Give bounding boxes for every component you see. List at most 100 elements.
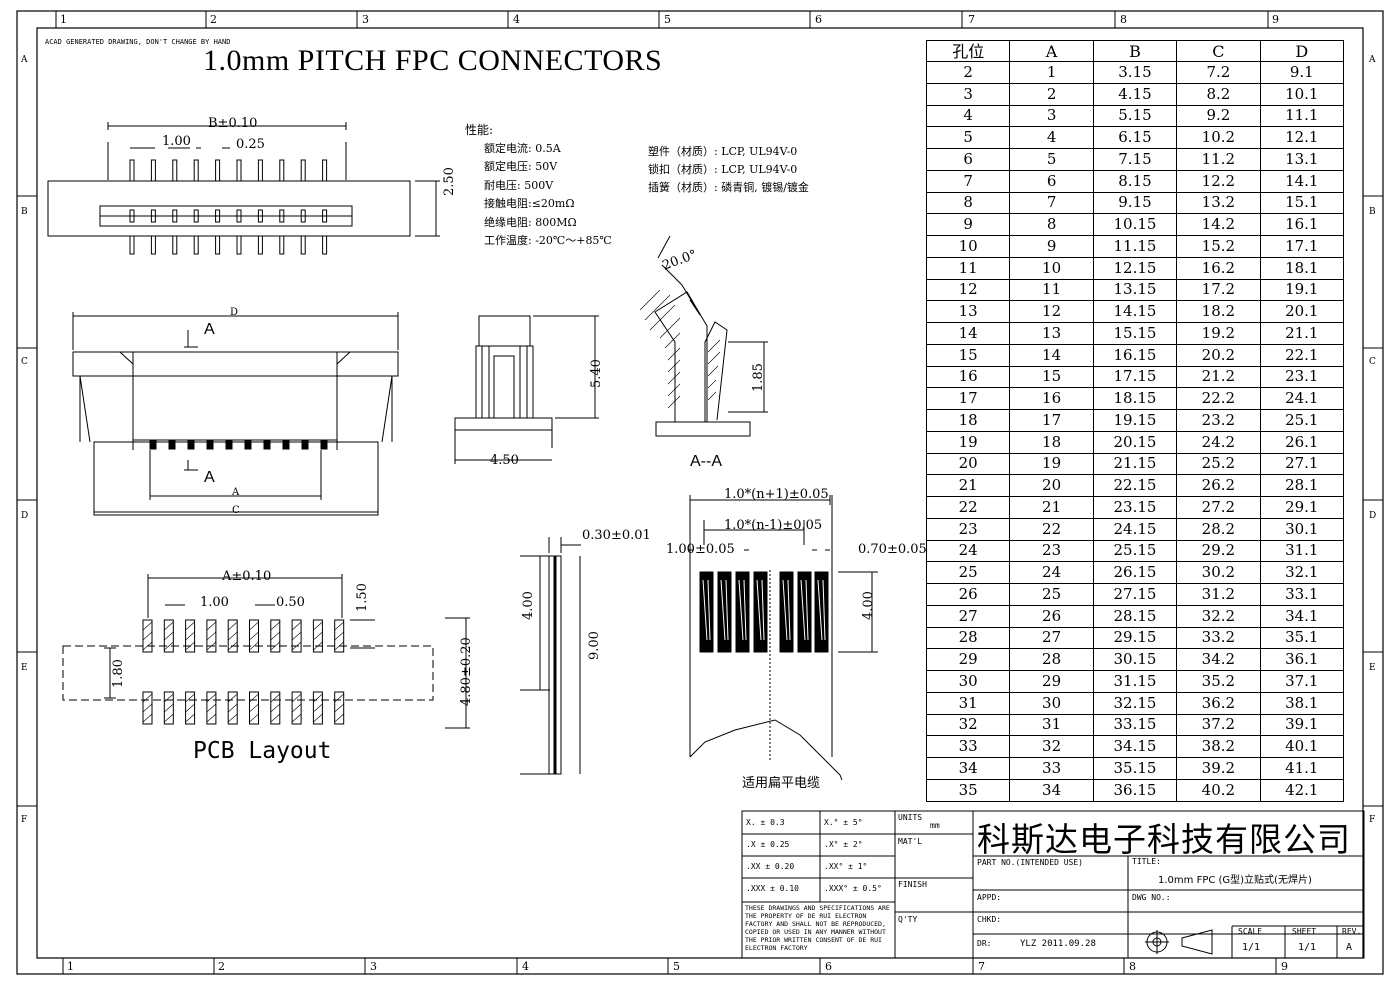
table-cell: 1 <box>1009 61 1094 84</box>
table-cell: 37.1 <box>1259 670 1345 693</box>
table-cell: 20.15 <box>1092 430 1178 454</box>
table-cell: 31.1 <box>1259 539 1345 563</box>
tol-xx: .X ± 0.25 <box>746 840 790 849</box>
dim-front-a: A <box>232 487 240 498</box>
pcb-pad-hatch <box>228 621 238 723</box>
table-cell: 26.15 <box>1092 561 1178 584</box>
table-cell: 10 <box>1009 256 1094 280</box>
spec-voltage: 额定电压: 50V <box>484 160 558 173</box>
table-cell: 14 <box>1009 343 1094 367</box>
dim-front-c: C <box>232 505 240 516</box>
table-cell: 5.15 <box>1092 104 1178 128</box>
table-cell: 36.1 <box>1259 648 1345 671</box>
table-cell: 34 <box>925 757 1011 780</box>
table-cell: 34.1 <box>1259 604 1345 628</box>
matl-label: MAT'L <box>898 837 923 846</box>
frame-row-letter-right: D <box>1369 511 1377 521</box>
frame-col-number-bottom: 1 <box>67 960 74 973</box>
frame-col-number-top: 2 <box>210 13 217 26</box>
dim-side-width: 4.50 <box>490 453 519 468</box>
front-pin <box>206 439 214 450</box>
frame-row-letter-right: F <box>1369 815 1376 825</box>
dim-cable-stiff: 4.00 <box>521 591 536 620</box>
bottom-pin <box>193 235 199 255</box>
table-cell: 29.1 <box>1259 496 1345 519</box>
section-marker-bottom: A <box>204 469 215 486</box>
table-cell: 35 <box>925 778 1011 803</box>
table-cell: 12 <box>925 278 1011 302</box>
table-cell: 39.2 <box>1176 757 1261 780</box>
table-cell: 33 <box>925 735 1011 758</box>
table-cell: 35.1 <box>1259 626 1345 650</box>
pcb-pad-bottom <box>227 691 238 725</box>
qty-label: Q'TY <box>898 915 918 924</box>
table-cell: 24 <box>1009 561 1094 584</box>
table-cell: 8 <box>1009 213 1094 236</box>
scale-value: 1/1 <box>1242 942 1261 953</box>
table-cell: 13 <box>925 300 1011 323</box>
table-cell: 16.2 <box>1176 256 1261 280</box>
table-cell: 9.2 <box>1176 104 1261 128</box>
fpc-conductor-shade <box>756 579 765 641</box>
table-cell: 28 <box>1009 648 1094 671</box>
pcb-pad-bottom <box>163 691 174 725</box>
dim-pcb-pad-len: 1.50 <box>355 583 370 612</box>
table-cell: 8.2 <box>1176 82 1261 106</box>
frame-row-letter-left: E <box>21 663 28 673</box>
table-cell: 30.2 <box>1176 561 1261 584</box>
table-cell: 30 <box>925 670 1011 693</box>
table-cell: 7.15 <box>1092 148 1178 171</box>
table-cell: 32.2 <box>1176 604 1261 628</box>
section-marker-top: A <box>204 321 215 338</box>
units-value: mm <box>930 821 940 830</box>
table-header-cell: D <box>1259 40 1345 62</box>
pcb-pad-bottom <box>206 691 217 725</box>
table-cell: 31 <box>925 691 1011 715</box>
table-cell: 3.15 <box>1092 61 1178 84</box>
dim-fpc-len: 4.00 <box>861 591 876 620</box>
table-cell: 24.15 <box>1092 517 1178 541</box>
tol-xxx: .XX ± 0.20 <box>746 862 795 871</box>
table-cell: 29 <box>1009 670 1094 693</box>
table-cell: 18 <box>1009 430 1094 454</box>
top-pin <box>279 159 285 182</box>
inner-pin <box>150 209 156 223</box>
pcb-pad-top <box>163 619 174 653</box>
table-cell: 11 <box>925 256 1011 280</box>
dim-cable-len: 9.00 <box>587 631 602 660</box>
rev-value: A <box>1346 942 1353 953</box>
title-value: 1.0mm FPC (G型)立贴式(无焊片) <box>1158 875 1312 886</box>
table-cell: 21.15 <box>1092 452 1178 476</box>
table-cell: 12.2 <box>1176 169 1261 193</box>
units-label: UNITS <box>898 813 923 822</box>
table-cell: 18.1 <box>1259 256 1345 280</box>
ang-xxx: .XX° ± 1° <box>824 862 868 871</box>
table-cell: 20.1 <box>1259 300 1345 323</box>
inner-pin <box>193 209 199 223</box>
table-cell: 5 <box>925 126 1011 149</box>
frame-col-number-bottom: 2 <box>218 960 225 973</box>
table-cell: 23 <box>1009 539 1094 563</box>
table-cell: 9.1 <box>1259 61 1345 84</box>
inner-pin <box>257 209 263 223</box>
table-cell: 10 <box>925 235 1011 258</box>
table-cell: 29.15 <box>1092 626 1178 650</box>
table-cell: 13.1 <box>1259 148 1345 171</box>
table-header-cell: 孔位 <box>925 40 1011 62</box>
pcb-pad-hatch <box>334 621 344 723</box>
frame-col-number-top: 7 <box>968 13 975 26</box>
table-cell: 23.2 <box>1176 409 1261 432</box>
table-cell: 26.1 <box>1259 430 1345 454</box>
table-cell: 33 <box>1009 757 1094 780</box>
pcb-pad-hatch <box>291 621 302 723</box>
